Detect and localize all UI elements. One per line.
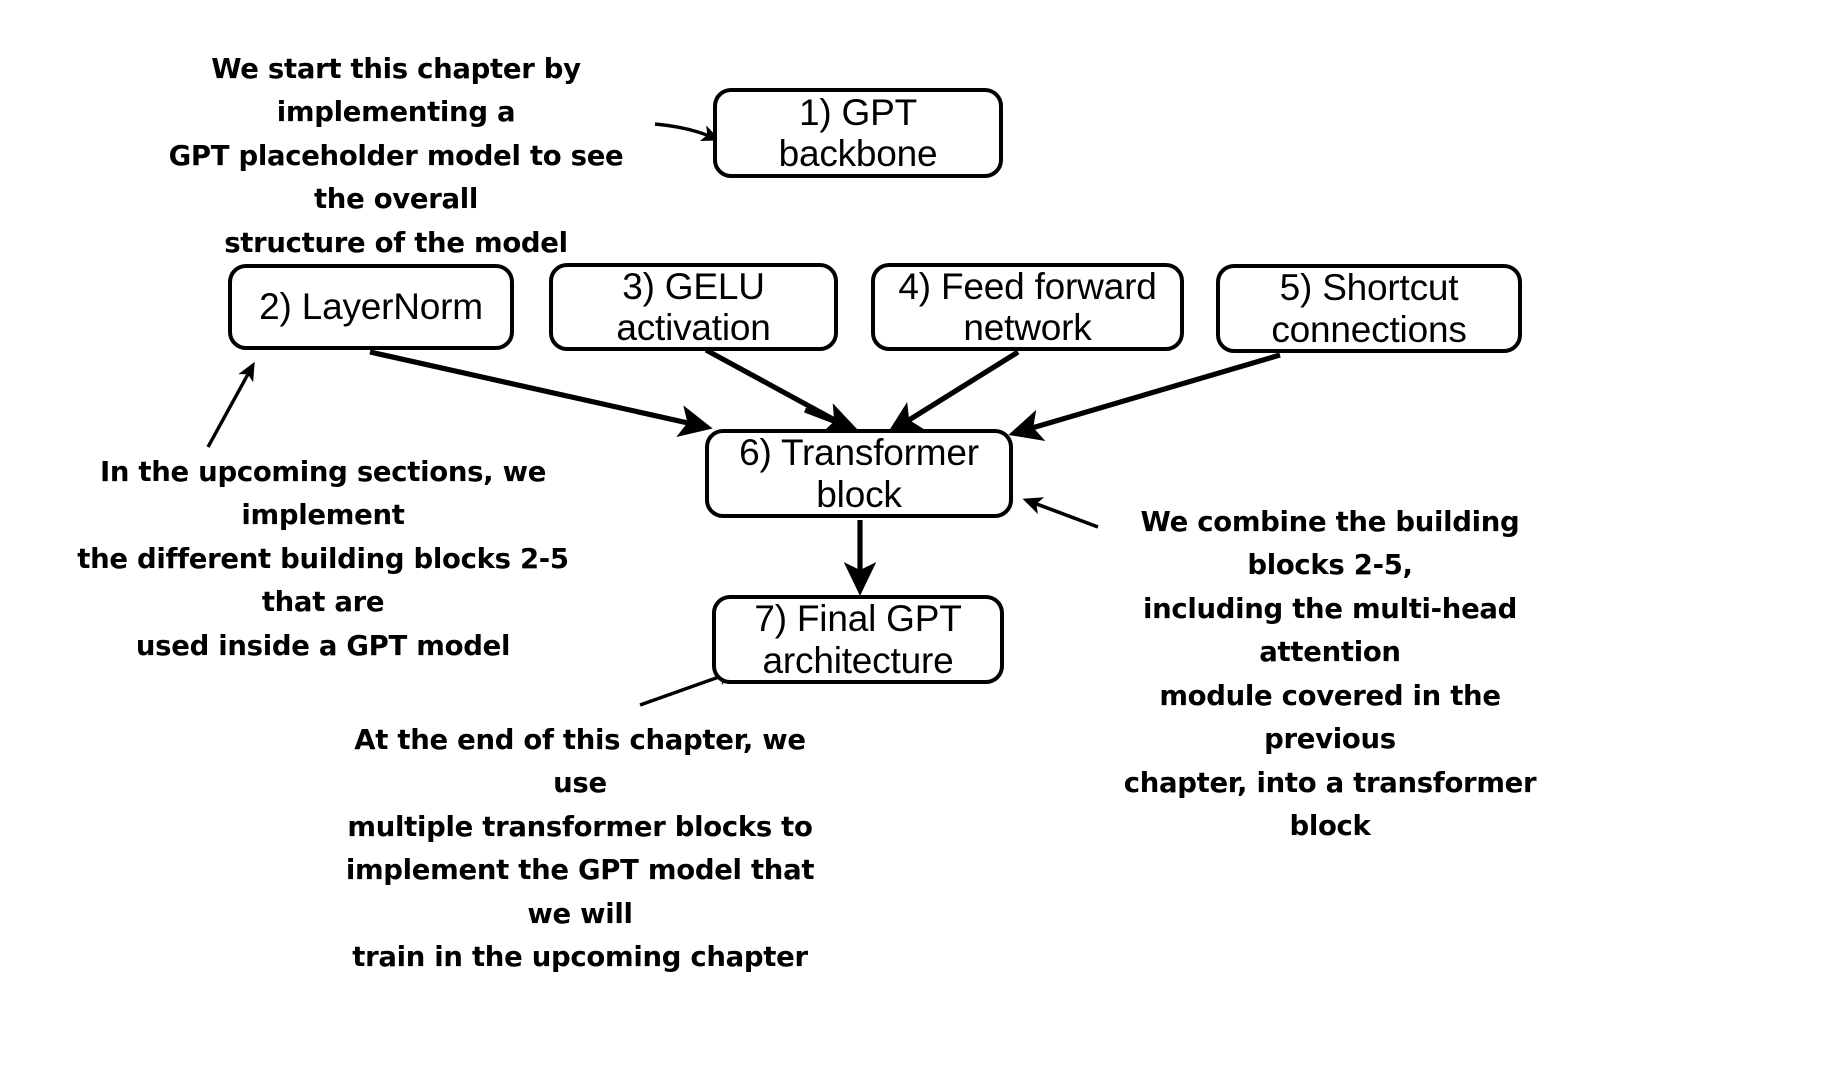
node-gelu-activation[interactable]: 3) GELU activation [549,263,838,351]
node-transformer-block[interactable]: 6) Transformer block [705,429,1013,518]
node-layernorm[interactable]: 2) LayerNorm [228,264,514,350]
annotation-gpt-backbone: We start this chapter by implementing a … [168,53,624,259]
edge-gelu-to-transformer-stem [704,347,855,433]
edge-layernorm-to-transformer [369,349,713,437]
node-final-gpt[interactable]: 7) Final GPT architecture [712,595,1004,684]
edge-feedforward-to-transformer [887,349,1020,434]
edge-note-to-gpt-backbone [654,122,721,142]
annotation-building-blocks: In the upcoming sections, we implement t… [77,456,569,662]
edge-note-to-layernorm [206,361,255,448]
edge-note-to-transformer [1022,497,1099,529]
node-shortcut-connections[interactable]: 5) Shortcut connections [1216,264,1522,353]
annotation-final-gpt: At the end of this chapter, we use multi… [345,724,815,974]
annotation-transformer-block: We combine the building blocks 2-5, incl… [1123,506,1537,843]
edge-gelu-to-transformer [804,403,859,434]
node-gpt-backbone[interactable]: 1) GPT backbone [713,88,1003,178]
edge-shortcut-to-transformer [1008,352,1281,441]
node-feed-forward[interactable]: 4) Feed forward network [871,263,1184,351]
